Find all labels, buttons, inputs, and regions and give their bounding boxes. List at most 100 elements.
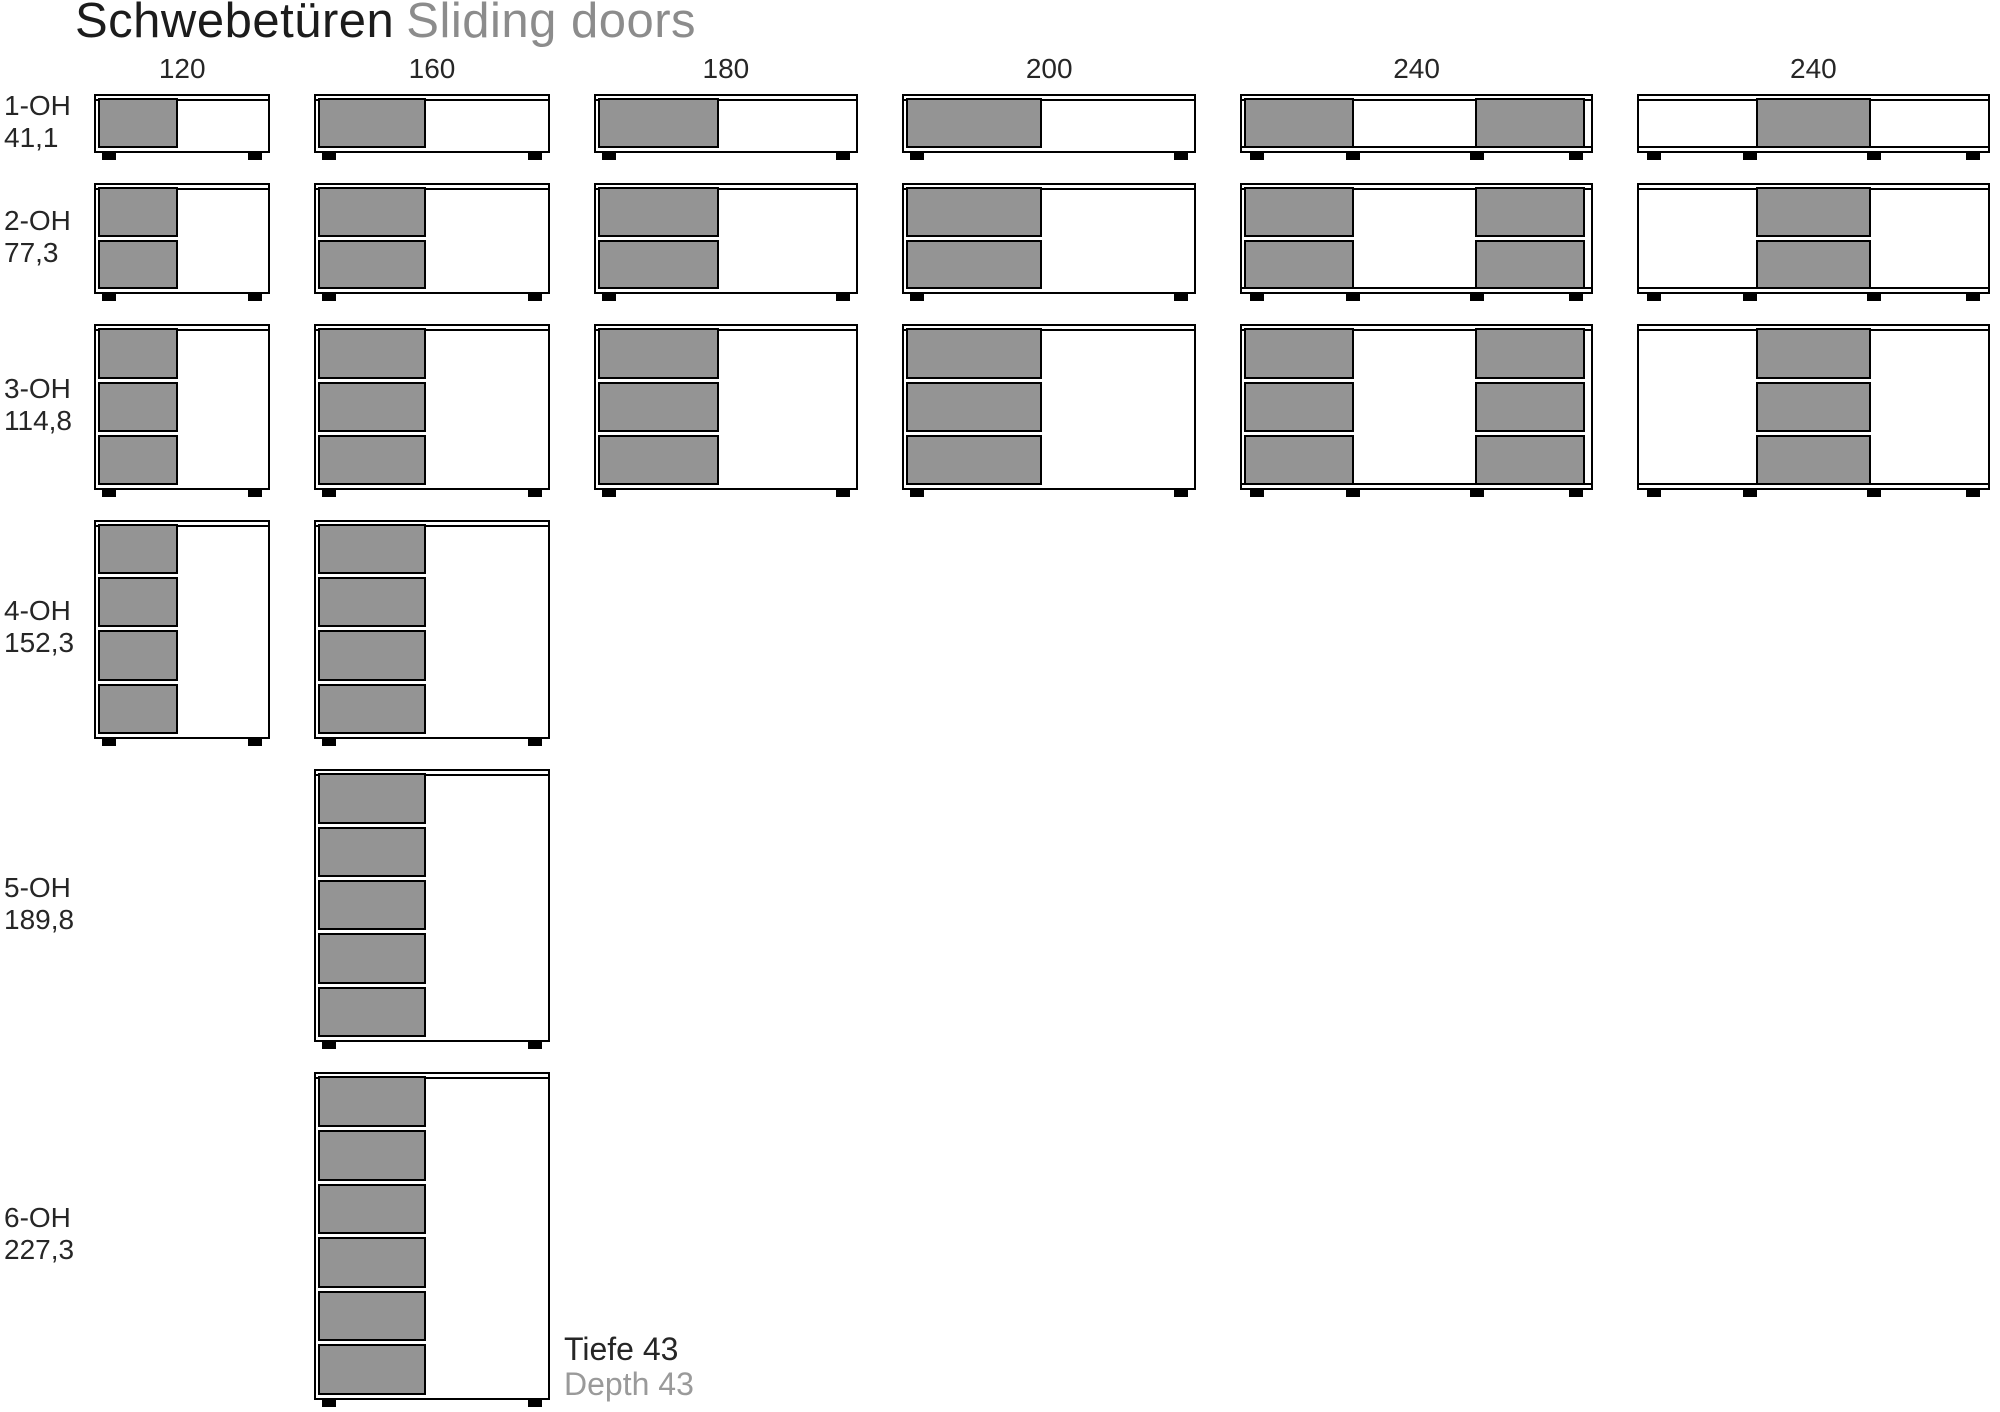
cabinet-foot [1250, 294, 1265, 302]
cabinet-foot [322, 1399, 337, 1407]
cabinet-foot [527, 153, 542, 161]
door-panel [318, 1290, 427, 1342]
door-panel [98, 630, 178, 681]
cabinet-foot [836, 489, 851, 497]
cabinet-foot [1470, 153, 1485, 161]
cabinet-160x114,8 [314, 324, 550, 498]
cabinet-240x41,1 [1240, 94, 1593, 162]
row-label-oh: 1-OH [4, 89, 71, 121]
door-panel [318, 381, 427, 432]
row-label-height: 152,3 [4, 627, 75, 659]
cabinet-foot [527, 1399, 542, 1407]
sliding-door-gray [597, 328, 720, 485]
row-label-oh: 4-OH [4, 595, 71, 627]
cabinet-foot [1250, 489, 1265, 497]
cabinet-foot [1965, 294, 1980, 302]
door-panel [318, 328, 427, 379]
cabinet-240x77,3 [1637, 183, 1990, 303]
door-panel [1475, 239, 1585, 290]
cabinet-bottom-edge [1242, 482, 1591, 485]
cabinet-120x152,3 [94, 519, 271, 748]
cabinet-top-edge [316, 774, 548, 777]
door-panel [906, 187, 1042, 237]
sliding-door-gray [1244, 328, 1354, 485]
sliding-door-gray [98, 98, 178, 149]
cabinet-foot [1345, 294, 1360, 302]
cabinet-top-edge [96, 329, 269, 332]
door-panel [906, 328, 1042, 379]
door-panel [597, 381, 720, 432]
cabinet-top-edge [904, 188, 1195, 191]
cabinet-120x77,3 [94, 183, 271, 303]
cabinet-bottom-edge [1242, 287, 1591, 290]
cabinet-top-edge [96, 99, 269, 101]
sliding-door-gray [98, 187, 178, 290]
column-header-160-1: 160 [408, 53, 456, 84]
row-label-oh: 6-OH [4, 1202, 71, 1234]
door-panel [906, 434, 1042, 485]
door-panel [318, 434, 427, 485]
cabinet-240x114,8 [1240, 324, 1593, 498]
door-panel [318, 773, 427, 824]
door-panel [318, 577, 427, 628]
cabinet-foot [1647, 153, 1661, 161]
sliding-door-gray [98, 328, 178, 485]
door-panel [1755, 434, 1872, 485]
door-panel [1755, 239, 1872, 290]
cabinet-foot [248, 294, 263, 302]
door-panel [906, 239, 1042, 290]
column-header-200-3: 200 [1025, 53, 1073, 84]
row-label-height: 41,1 [4, 121, 59, 153]
cabinet-foot [322, 153, 337, 161]
door-panel [98, 98, 178, 149]
cabinet-top-edge [316, 524, 548, 527]
sliding-door-gray [318, 328, 427, 485]
door-panel [597, 434, 720, 485]
sliding-door-gray [906, 98, 1042, 149]
depth-note: Tiefe 43 Depth 43 [564, 1332, 694, 1402]
door-panel [98, 577, 178, 628]
cabinet-foot [322, 1042, 337, 1050]
cabinet-foot [1345, 489, 1360, 497]
door-panel [98, 381, 178, 432]
cabinet-foot [248, 739, 263, 747]
door-panel [597, 187, 720, 237]
cabinet-200x41,1 [902, 94, 1197, 162]
row-label-height: 189,8 [4, 903, 75, 935]
sliding-door-gray [1244, 98, 1354, 149]
sliding-door-gray [1244, 187, 1354, 290]
door-panel [318, 187, 427, 237]
cabinet-top-edge [1242, 188, 1591, 191]
cabinet-240x114,8 [1637, 324, 1990, 498]
cabinet-160x189,8 [314, 769, 550, 1051]
cabinet-240x41,1 [1637, 94, 1990, 162]
cabinet-foot [910, 294, 925, 302]
cabinet-top-edge [96, 188, 269, 191]
cabinet-foot [527, 1042, 542, 1050]
cabinet-foot [1867, 153, 1882, 161]
cabinet-foot [1470, 489, 1485, 497]
door-panel [1244, 328, 1354, 379]
cabinet-top-edge [316, 188, 548, 191]
cabinet-top-edge [316, 329, 548, 332]
cabinet-foot [1568, 294, 1583, 302]
cabinet-foot [527, 739, 542, 747]
column-header-240-4: 240 [1393, 53, 1440, 84]
door-panel [1475, 328, 1585, 379]
door-panel [98, 523, 178, 575]
door-panel [98, 239, 178, 290]
cabinet-120x114,8 [94, 324, 271, 498]
door-panel [318, 523, 427, 575]
cabinet-top-edge [595, 329, 857, 332]
door-panel [98, 328, 178, 379]
door-panel [318, 1344, 427, 1395]
sliding-door-gray [597, 187, 720, 290]
cabinet-240x77,3 [1240, 183, 1593, 303]
door-panel [318, 986, 427, 1038]
door-panel [1755, 381, 1872, 432]
